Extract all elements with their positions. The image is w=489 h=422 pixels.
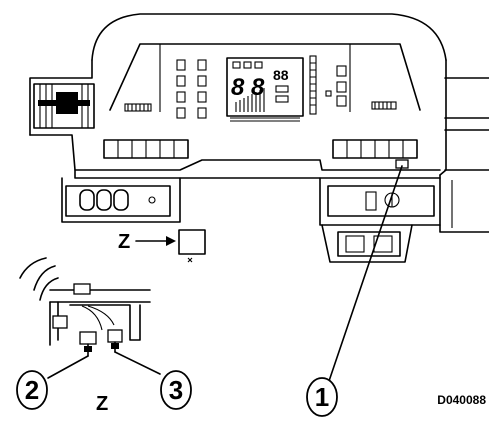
view-arrow-label: Z [118, 231, 130, 253]
lower-right-console [319, 177, 441, 226]
warning-lamps-left [176, 59, 207, 119]
detail-view-label: Z [96, 393, 108, 415]
callout-1: 1 [306, 377, 338, 417]
left-gauge [124, 103, 152, 112]
detail-view [19, 257, 151, 357]
warning-lamps-right [325, 65, 347, 107]
leader-lines [47, 165, 403, 385]
right-switch-panel [332, 139, 418, 169]
callout-3: 3 [160, 370, 192, 410]
svg-text:2: 2 [25, 375, 39, 405]
svg-text:3: 3 [169, 375, 183, 405]
lower-left-console [61, 177, 181, 223]
central-lcd-display: 8 8 88 [226, 57, 304, 122]
svg-text:8: 8 [231, 74, 245, 101]
bar-indicator [309, 55, 317, 115]
svg-text:8: 8 [251, 74, 265, 101]
dashboard-outline [29, 13, 447, 179]
view-indicator: Z [118, 229, 206, 263]
left-switch-panel [103, 139, 189, 159]
left-vent [33, 83, 95, 129]
arrow-head-icon [166, 236, 176, 246]
svg-text:1: 1 [315, 382, 329, 412]
drawing-code: D040088 [437, 393, 486, 407]
right-side-panels [439, 77, 489, 233]
svg-text:88: 88 [273, 67, 289, 83]
lower-center-unit [321, 224, 413, 263]
callout-2: 2 [16, 370, 48, 410]
right-gauge [371, 101, 397, 110]
